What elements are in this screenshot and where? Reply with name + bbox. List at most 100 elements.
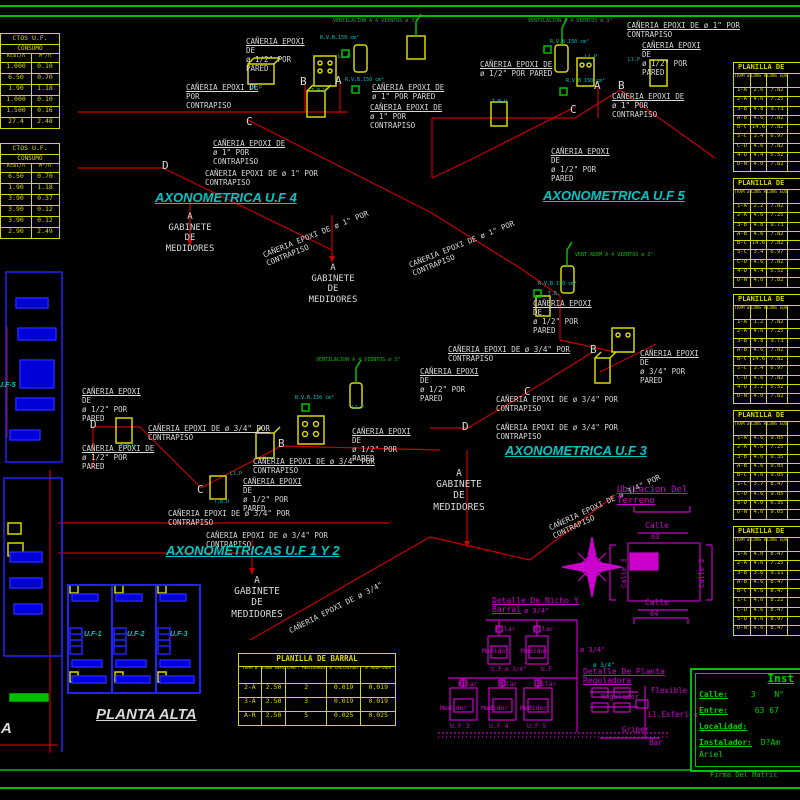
table-cell: 9.73 [766, 222, 787, 231]
table-cell: 8.47 [766, 589, 787, 598]
pipe-label: U.F [541, 666, 552, 673]
table-cell: 3.90 [8, 217, 24, 224]
table-cell: 1.18 [31, 184, 58, 194]
table-cell: 4.6 [750, 617, 766, 626]
table-cell: 1-A [737, 88, 747, 93]
table-cell: 9.05 [766, 491, 787, 501]
table-cell: ø ADOPTADO [360, 667, 395, 683]
pipe-label: Bar [649, 738, 663, 747]
pipe-label: B [590, 343, 597, 356]
table-cell: 14.6 [750, 357, 766, 366]
table-cell: 3.90 [8, 195, 24, 202]
table-cell: 7.82 [766, 320, 787, 329]
table-cell: 14.6 [750, 241, 766, 250]
table-cell: 8.47 [766, 607, 787, 617]
table-cell: 7.25 [766, 213, 787, 222]
table-cell: 4.6 [750, 375, 766, 385]
planta-alta-units [67, 584, 201, 694]
table-title: PLANILLA DE [738, 527, 785, 535]
table-cell: L [787, 190, 800, 203]
table-cell [787, 213, 800, 222]
pipe-label: Griper [622, 725, 650, 734]
pipe-label: ø 3/4" [524, 607, 550, 615]
pipe-label: VENTILACION A 4 VIENTOS ø 3" [528, 18, 613, 24]
table-cell: 5-D [737, 617, 747, 623]
pipe-label: Ll.P [250, 85, 263, 91]
table-cell: 1.2 [750, 320, 766, 329]
table-cell: 7.82 [766, 394, 787, 403]
table-cell: C-D [737, 375, 747, 381]
table-cell: B-C [737, 241, 747, 247]
table-title: CTOS U.F. [12, 144, 48, 152]
table-cell: 7.25 [766, 561, 787, 570]
table-cell [787, 626, 800, 635]
table-cell: M³/h [31, 164, 58, 172]
pipe-label: VENT.ADEM A 4 VIENTOS ø 3" [575, 252, 654, 258]
pipe-label: 63 [651, 533, 660, 541]
table-cell [787, 162, 800, 171]
pipe-label: Calle [645, 598, 670, 607]
table-cell: 1-A [737, 436, 747, 441]
table-cell: 9.05 [766, 510, 787, 519]
pipe-label: Medidor [481, 704, 509, 712]
table-cell: TRAM ø [734, 538, 750, 542]
pipe-label: 64 [650, 610, 659, 618]
table-cell: 0.37 [31, 195, 58, 205]
table-cell: 4.0 [750, 552, 766, 561]
field-instalador-2: Ariel [699, 750, 724, 759]
table-cell: 4.6 [750, 626, 766, 635]
table-cell: B-C [737, 473, 747, 479]
table-cell: 9.11 [766, 570, 787, 579]
table-cell: 1.90 [8, 85, 24, 92]
table-cell [787, 570, 800, 579]
table-cell: 4.6 [750, 589, 766, 598]
compass-rose-icon [561, 536, 623, 598]
table-cell: 1.500 [6, 107, 26, 114]
table-cell: 4.6 [750, 347, 766, 357]
table-cell: 9.05 [766, 436, 787, 445]
unit-label-uf1: U.F-1 [84, 631, 102, 638]
table-cell: 4.6 [750, 97, 766, 106]
table-cell: 6.97 [766, 250, 787, 259]
table-cell [787, 598, 800, 607]
table-cell: LONG REAL [750, 306, 766, 319]
pipe-label: Ll.P [352, 405, 365, 411]
table-cell: 7.25 [766, 445, 787, 454]
table-cell: TRAM ø [242, 667, 258, 671]
pipe-label: B [618, 79, 625, 92]
table-cell: 3.90 [8, 206, 24, 213]
table-cell [787, 269, 800, 278]
table-cell: 4.8 [750, 338, 766, 347]
table-cell: 8.22 [766, 598, 787, 607]
unit-label-uf2: U.F-2 [127, 631, 145, 638]
pipe-label: U.F 4 [489, 722, 509, 730]
plan-title-planta-alta: PLANTA ALTA [96, 706, 197, 723]
pipe-label: Medidor [521, 647, 549, 655]
pipe-label: C [570, 103, 577, 116]
table-cell: 6.97 [766, 366, 787, 375]
table-cell: LONG EQUIV [766, 306, 787, 319]
table-title: PLANILLA DE BARRAL [276, 654, 358, 663]
table-cell: 4.6 [750, 231, 766, 241]
table-cell: 4.6 [750, 598, 766, 607]
table-cell: 1.000 [6, 63, 26, 70]
table-cell: 4.6 [750, 510, 766, 519]
table-cell: 5.52 [766, 153, 787, 162]
table-cell: 1-A [737, 552, 747, 557]
table-cell: 14.6 [750, 125, 766, 134]
table-cell: 5.52 [766, 269, 787, 278]
table-cell [787, 357, 800, 366]
table-cell: 0.12 [31, 206, 58, 216]
table-cell: 4.0 [750, 501, 766, 510]
table-cell: 8.47 [766, 482, 787, 491]
table-cell: C-D [737, 491, 747, 497]
pipe-label: T.B.U [492, 99, 508, 105]
